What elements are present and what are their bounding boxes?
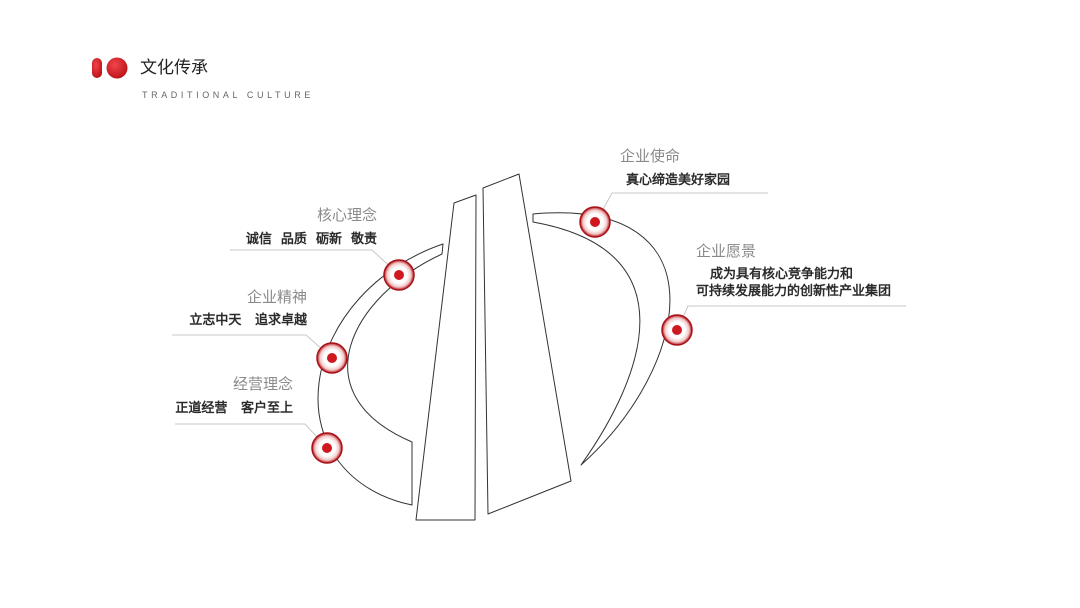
leader-line-business xyxy=(175,423,328,449)
label-core: 核心理念 诚信 品质 砺新 敬责 xyxy=(246,205,377,248)
caption-core: 核心理念 xyxy=(316,206,377,224)
value-business: 正道经营 客户至上 xyxy=(175,401,293,416)
leader-line-vision xyxy=(676,305,906,331)
emblem xyxy=(317,173,671,521)
leader-line-core xyxy=(230,249,400,276)
emblem-left-crescent xyxy=(317,243,444,506)
marker-core xyxy=(383,259,415,291)
emblem-right-crescent xyxy=(532,212,671,466)
marker-vision xyxy=(661,314,693,346)
page-subtitle: TRADITIONAL CULTURE xyxy=(142,90,314,100)
leader-line-spirit xyxy=(172,334,333,359)
marker-mission xyxy=(579,206,611,238)
caption-vision: 企业愿景 xyxy=(696,242,757,260)
caption-mission: 企业使命 xyxy=(620,147,681,165)
label-mission: 企业使命 真心缔造美好家园 xyxy=(620,146,730,189)
value-core: 诚信 品质 砺新 敬责 xyxy=(245,232,377,247)
caption-spirit: 企业精神 xyxy=(246,288,307,306)
label-spirit: 企业精神 立志中天 追求卓越 xyxy=(189,287,307,329)
brand-logo-icon xyxy=(92,57,128,79)
emblem-left-pillar xyxy=(415,194,477,521)
label-vision: 企业愿景 成为具有核心竞争能力和 可持续发展能力的创新性产业集团 xyxy=(696,241,891,300)
marker-business xyxy=(311,432,343,464)
value-vision-line1: 成为具有核心竞争能力和 xyxy=(710,267,854,282)
emblem-right-pillar xyxy=(482,173,572,515)
markers xyxy=(311,206,693,464)
caption-business: 经营理念 xyxy=(232,375,293,393)
marker-spirit xyxy=(316,342,348,374)
leader-line-mission xyxy=(595,192,768,223)
value-spirit: 立志中天 追求卓越 xyxy=(189,313,307,328)
label-business: 经营理念 正道经营 客户至上 xyxy=(175,374,293,417)
value-vision-line2: 可持续发展能力的创新性产业集团 xyxy=(696,284,892,299)
value-mission: 真心缔造美好家园 xyxy=(626,173,731,188)
page-title: 文化传承 xyxy=(140,58,208,78)
